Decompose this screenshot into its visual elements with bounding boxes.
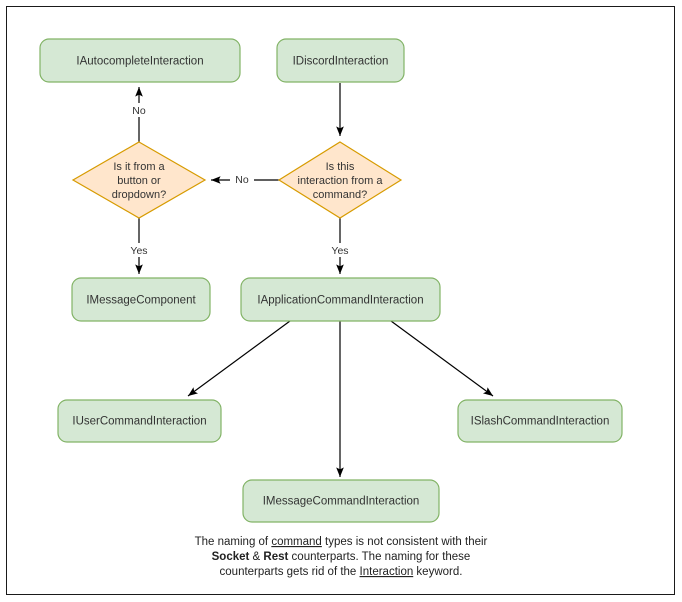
footnote-line3-underlined: Interaction (360, 566, 414, 578)
edge-label-yes-button: Yes (130, 245, 147, 257)
footnote-text: The naming of command types is not consi… (195, 536, 488, 578)
footnote-line3-part1: counterparts gets rid of the (220, 566, 360, 578)
node-label-command-decision-line2: interaction from a (298, 175, 384, 187)
edge-appcommand-to-slashcommand (390, 320, 494, 397)
edge-label-yes-command: Yes (331, 245, 348, 257)
node-decision-from-command[interactable]: Is this interaction from a command? (277, 141, 403, 219)
node-label-usercommand: IUserCommandInteraction (72, 416, 206, 428)
footnote-line1-part2: types is not consistent with their (322, 536, 488, 548)
edge-command-decision-to-appcommand: Yes (327, 218, 354, 274)
node-slash-command-interaction[interactable]: ISlashCommandInteraction (457, 399, 623, 443)
footnote-line2-rest: counterparts. The naming for these (288, 551, 470, 563)
node-label-command-decision-line1: Is this (326, 161, 355, 173)
edge-label-no-command: No (235, 174, 249, 186)
node-application-command-interaction[interactable]: IApplicationCommandInteraction (240, 277, 441, 322)
edge-label-no-button: No (132, 105, 146, 117)
node-user-command-interaction[interactable]: IUserCommandInteraction (57, 399, 222, 443)
node-label-autocomplete: IAutocompleteInteraction (76, 56, 203, 68)
node-label-command-decision-line3: command? (313, 189, 367, 201)
node-label-button-decision-line3: dropdown? (112, 189, 166, 201)
svg-text:The naming of command types is: The naming of command types is not consi… (195, 536, 488, 548)
node-message-component[interactable]: IMessageComponent (71, 277, 211, 322)
node-label-button-decision-line2: button or (117, 175, 161, 187)
edge-button-decision-to-autocomplete: No (127, 87, 151, 142)
node-label-button-decision-line1: Is it from a (113, 161, 165, 173)
node-label-discord: IDiscordInteraction (293, 56, 389, 68)
footnote-line2-bold-socket: Socket (212, 551, 250, 563)
footnote-line3-part2: keyword. (413, 566, 462, 578)
node-decision-button-or-dropdown[interactable]: Is it from a button or dropdown? (71, 141, 207, 219)
node-label-slashcommand: ISlashCommandInteraction (471, 416, 610, 428)
node-label-messagecomponent: IMessageComponent (86, 295, 196, 307)
edge-command-decision-to-button-decision: No (211, 172, 281, 186)
footnote-line1-underlined: command (271, 536, 322, 548)
footnote-line1-part1: The naming of (195, 536, 272, 548)
svg-text:Socket & Rest counterparts. Th: Socket & Rest counterparts. The naming f… (212, 551, 471, 563)
edge-appcommand-to-usercommand (187, 320, 291, 397)
node-autocomplete-interaction[interactable]: IAutocompleteInteraction (39, 38, 241, 83)
node-label-appcommand: IApplicationCommandInteraction (257, 295, 423, 307)
node-label-messagecommand: IMessageCommandInteraction (263, 496, 420, 508)
edge-button-decision-to-messagecomponent: Yes (126, 218, 153, 274)
svg-text:counterparts gets rid of the I: counterparts gets rid of the Interaction… (220, 566, 463, 578)
footnote-line2-bold-rest: Rest (263, 551, 288, 563)
node-message-command-interaction[interactable]: IMessageCommandInteraction (242, 479, 440, 523)
node-discord-interaction[interactable]: IDiscordInteraction (276, 38, 405, 83)
footnote-line2-amp: & (249, 551, 263, 563)
